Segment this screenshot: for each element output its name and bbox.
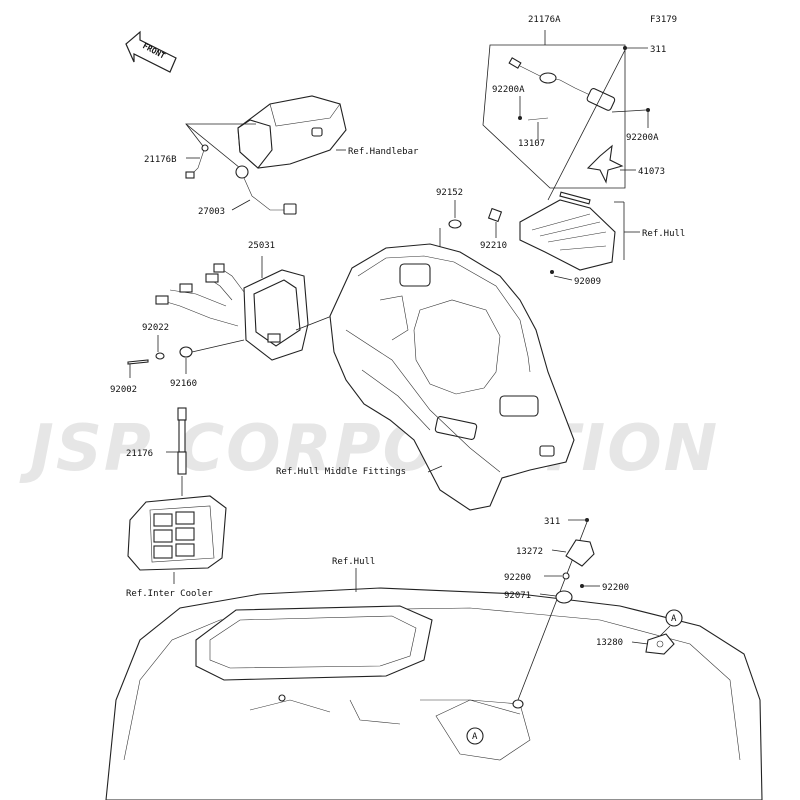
front-arrow-icon: FRONT [125, 30, 177, 73]
connector-icon [155, 295, 169, 305]
callout-a-icon: A [665, 609, 683, 627]
label-92071: 92071 [504, 591, 531, 601]
inter-cooler-icon [127, 495, 227, 571]
group-21176A: 21176A 311 92200A 13107 92200A 41073 [482, 15, 666, 201]
hull-deck-bottom: Ref.Hull A [105, 557, 763, 800]
label-ref-hull-bottom: Ref.Hull [332, 557, 375, 567]
connector-icon [205, 273, 219, 283]
label-92160: 92160 [170, 379, 197, 389]
meter-25031-assembly: 25031 [155, 241, 343, 361]
label-21176: 21176 [126, 449, 153, 459]
clip-41073-icon [586, 144, 624, 184]
connector-icon [213, 263, 225, 273]
label-92200A-left: 92200A [492, 85, 525, 95]
label-ref-inter-cooler: Ref.Inter Cooler [126, 589, 213, 599]
label-311-top: 311 [650, 45, 666, 55]
label-27003: 27003 [198, 207, 225, 217]
label-ref-hull-top: Ref.Hull [642, 229, 685, 239]
label-92200-right: 92200 [602, 583, 629, 593]
label-311-bottom: 311 [544, 517, 560, 527]
label-92200A-right: 92200A [626, 133, 659, 143]
sensor-21176B-icon [185, 144, 209, 179]
switch-27003-icon [235, 165, 297, 215]
label-92200-left: 92200 [504, 573, 531, 583]
gasket-13280: A 13280 [596, 609, 683, 655]
hull-middle-fittings: Ref.Hull Middle Fittings [276, 243, 575, 511]
label-13272: 13272 [516, 547, 543, 557]
label-ref-hull-middle: Ref.Hull Middle Fittings [276, 467, 406, 477]
label-92210: 92210 [480, 241, 507, 251]
label-25031: 25031 [248, 241, 275, 251]
label-92022: 92022 [142, 323, 169, 333]
svg-text:A: A [671, 614, 677, 624]
callout-a-icon: A [466, 727, 484, 745]
fasteners-92022-92002-92160: 92022 92002 92160 [110, 323, 245, 395]
label-13107: 13107 [518, 139, 545, 149]
callout-a-text: A [472, 732, 478, 742]
label-13280: 13280 [596, 638, 623, 648]
sensor-21176-and-cooler: 21176 Ref.Inter Cooler [126, 407, 227, 599]
label-21176B: 21176B [144, 155, 177, 165]
label-41073: 41073 [638, 167, 665, 177]
handlebar-cover-assembly: Ref.Handlebar 21176B 27003 [144, 95, 419, 217]
fitting-group-13272: 311 13272 92200 92200 92071 [504, 517, 629, 709]
figure-code: F3179 [650, 15, 677, 25]
sensor-harness-icon [508, 57, 616, 111]
label-92009: 92009 [574, 277, 601, 287]
label-92152: 92152 [436, 188, 463, 198]
label-ref-handlebar: Ref.Handlebar [348, 147, 419, 157]
label-21176A: 21176A [528, 15, 561, 25]
fasteners-92152-92210: 92152 92210 [436, 188, 507, 262]
label-92002: 92002 [110, 385, 137, 395]
connector-icon [179, 283, 193, 293]
watermark: JSP CORPORATION [19, 412, 719, 486]
hull-bracket-top: Ref.Hull 92009 [519, 191, 685, 287]
